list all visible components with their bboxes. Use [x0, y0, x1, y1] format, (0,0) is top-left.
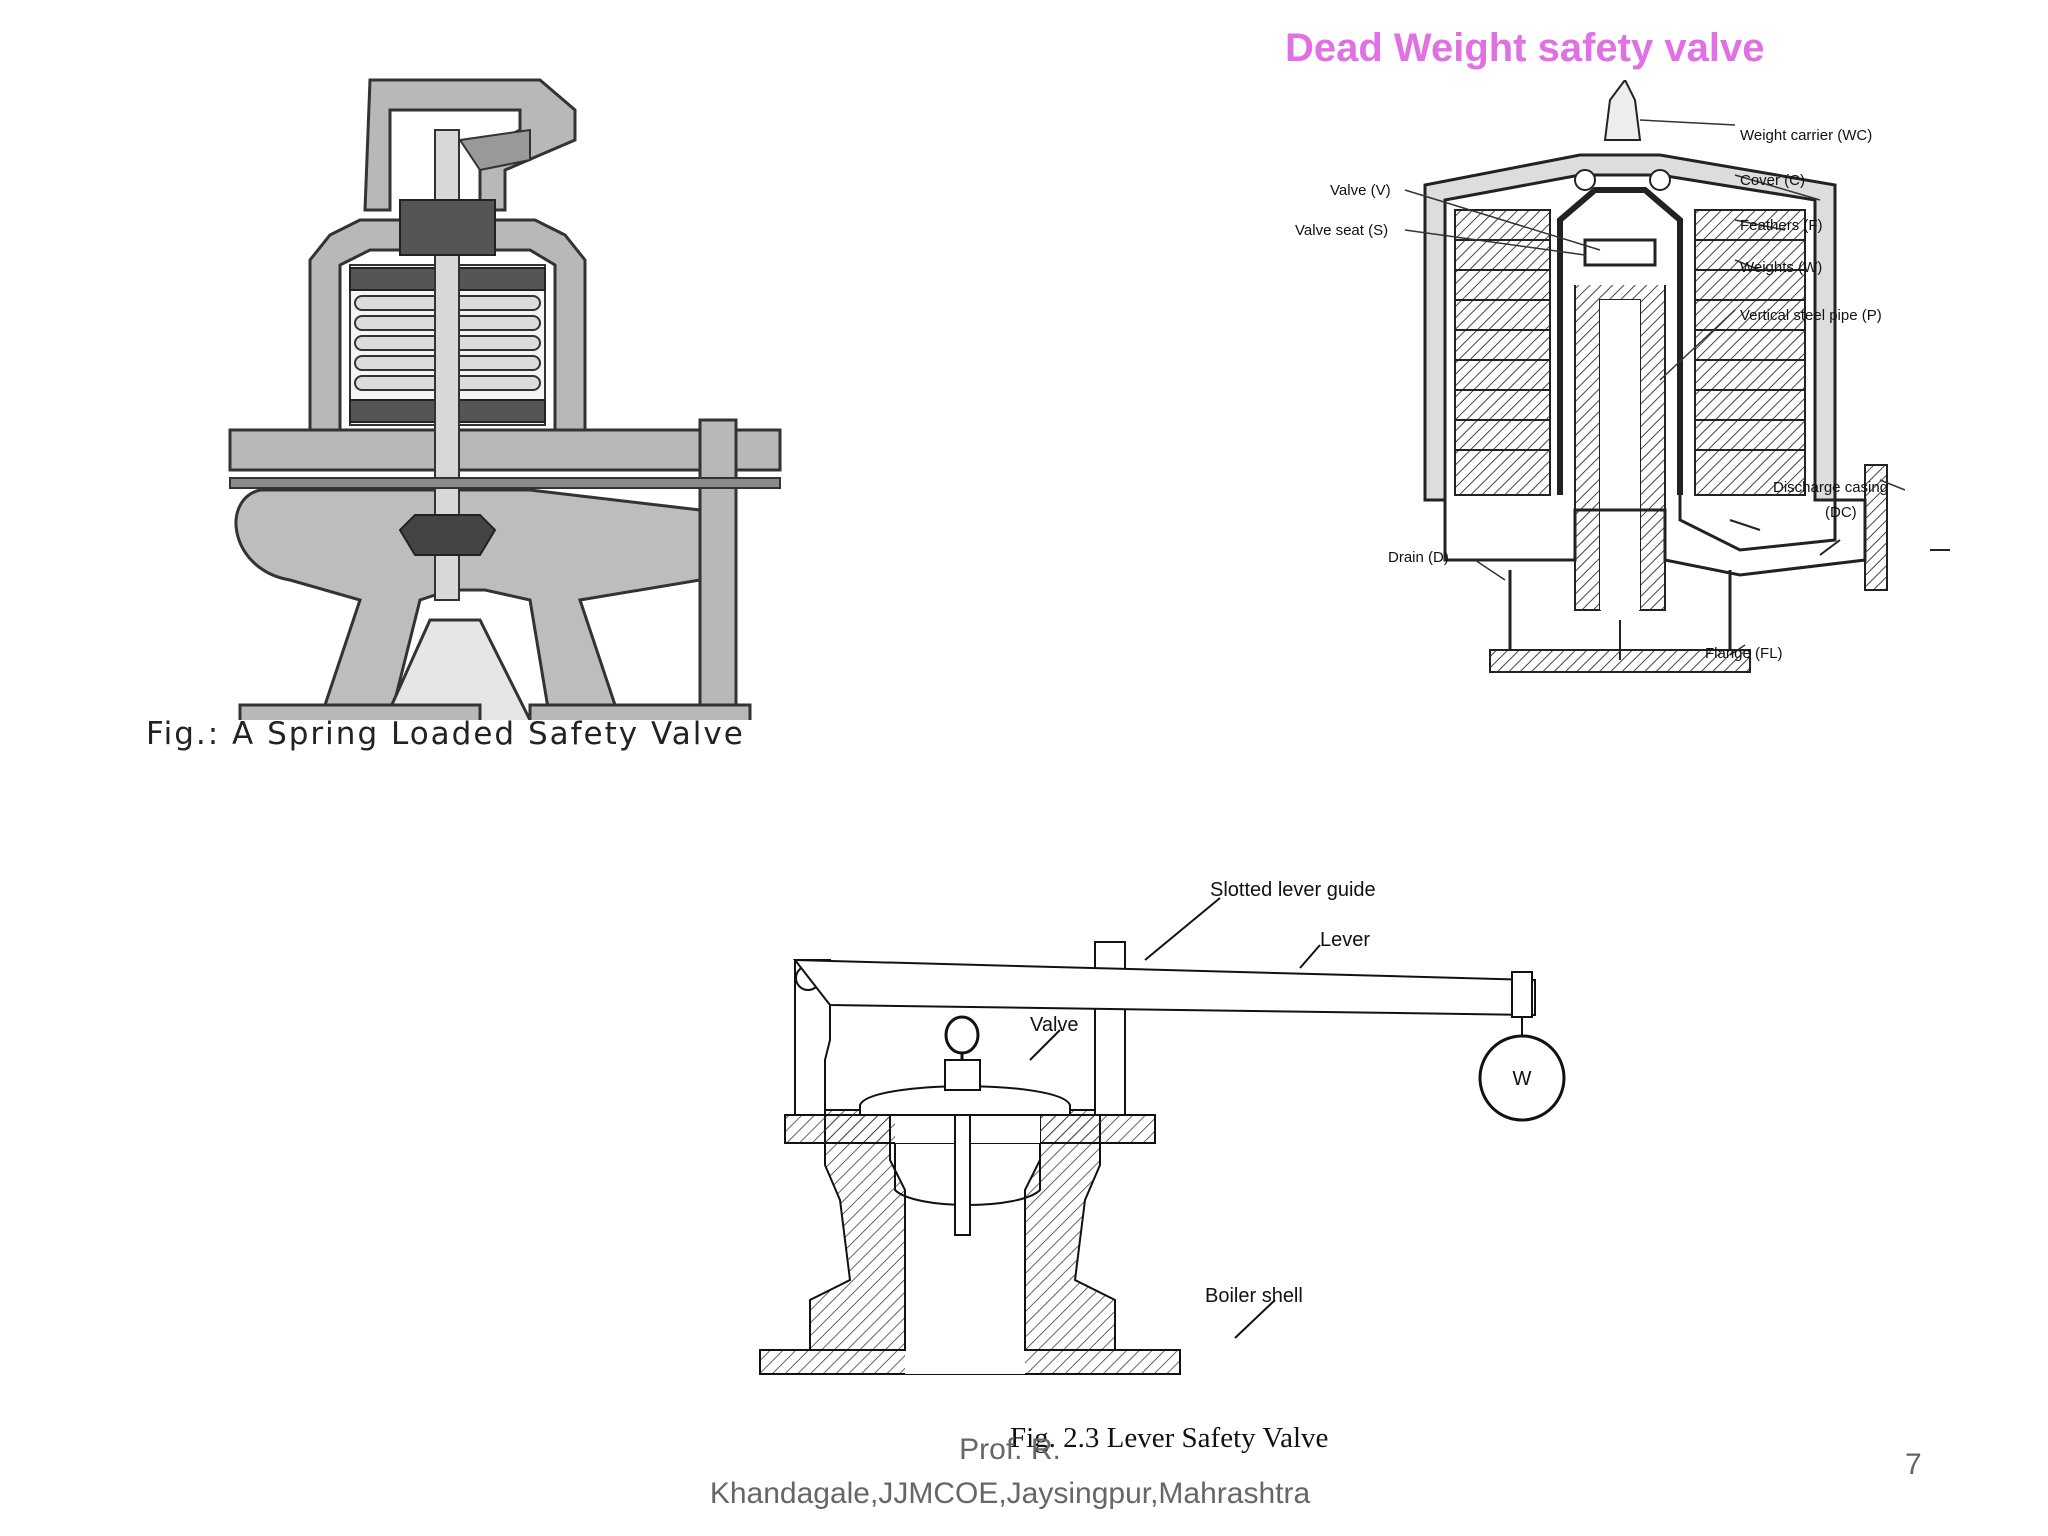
spring-valve-caption: Fig.: A Spring Loaded Safety Valve — [146, 716, 745, 752]
carrier-roller-right — [1649, 169, 1671, 191]
label-boiler-shell: Boiler shell — [1205, 1285, 1303, 1307]
dead-weight-title: Dead Weight safety valve — [1285, 26, 1765, 70]
discharge-casing — [1443, 495, 1867, 577]
footer-author-line1: Prof. R. — [959, 1433, 1061, 1466]
label-lever: Lever — [1320, 929, 1370, 951]
label-flange: Flange (FL) — [1705, 645, 1783, 662]
dead-weight-labels: Weight carrier (WC) Cover (C) Feathers (… — [1295, 127, 1888, 662]
discharge-flange — [1864, 464, 1888, 591]
label-weight: W — [1513, 1068, 1532, 1090]
valve-guide — [954, 1114, 971, 1236]
label-weight-carrier: Weight carrier (WC) — [1740, 127, 1872, 144]
footer-author-line2: Khandagale,JJMCOE,Jaysingpur,Mahrashtra — [709, 1477, 1311, 1510]
leader-lines — [1404, 119, 1906, 656]
lever-end — [1511, 971, 1533, 1018]
label-slotted-lever-guide: Slotted lever guide — [1210, 879, 1376, 901]
spring-loaded-valve-figure — [228, 78, 782, 720]
label-cover: Cover (C) — [1740, 172, 1805, 189]
label-feathers: Feathers (F) — [1740, 217, 1823, 234]
weight-carrier — [1557, 187, 1683, 495]
weights-right — [1694, 209, 1806, 496]
base-neck — [1508, 570, 1732, 650]
valve-disc — [859, 1085, 1071, 1116]
flow-arrows — [1729, 519, 1950, 556]
valve-body-right — [1024, 1109, 1116, 1351]
label-valve-seat: Valve seat (S) — [1295, 222, 1388, 239]
dead-weight-valve-figure: Weight carrier (WC) Cover (C) Feathers (… — [1295, 80, 1950, 673]
lever-labels: Slotted lever guide Lever Valve Boiler s… — [1030, 879, 1376, 1307]
valve-body-left — [809, 1109, 906, 1351]
label-valve: Valve (V) — [1330, 182, 1391, 199]
seat-ring — [229, 477, 781, 489]
weight-carrier-top — [1603, 80, 1642, 141]
lever-valve-caption: Fig. 2.3 Lever Safety Valve — [1010, 1422, 1329, 1454]
cap-lever — [458, 128, 531, 172]
label-valve: Valve — [1030, 1014, 1079, 1036]
valve-spindle-head — [944, 1059, 981, 1091]
valve-disc — [398, 514, 497, 556]
label-drain: Drain (D) — [1388, 549, 1449, 566]
spring-valve-body — [228, 78, 782, 720]
weight-ball — [1478, 1034, 1566, 1122]
label-discharge-casing-abbr: (DC) — [1825, 504, 1857, 521]
eye-bolt — [944, 1015, 980, 1055]
valve — [1583, 238, 1657, 267]
label-discharge-casing: Discharge casing — [1773, 479, 1888, 496]
lever — [792, 958, 1536, 1017]
lever-valve-figure: W Slotted lever guide Lever Valve Boiler… — [759, 879, 1566, 1375]
slide-footer: Prof. R. Khandagale,JJMCOE,Jaysingpur,Ma… — [680, 1428, 1340, 1516]
label-vertical-pipe: Vertical steel pipe (P) — [1740, 307, 1882, 324]
label-weights: Weights (W) — [1740, 259, 1822, 276]
adjusting-nut — [399, 199, 496, 256]
slide-number: 7 — [1905, 1448, 1922, 1481]
carrier-roller-left — [1574, 169, 1596, 191]
weights-left — [1454, 209, 1551, 496]
lever-leader-lines — [1029, 897, 1321, 1339]
